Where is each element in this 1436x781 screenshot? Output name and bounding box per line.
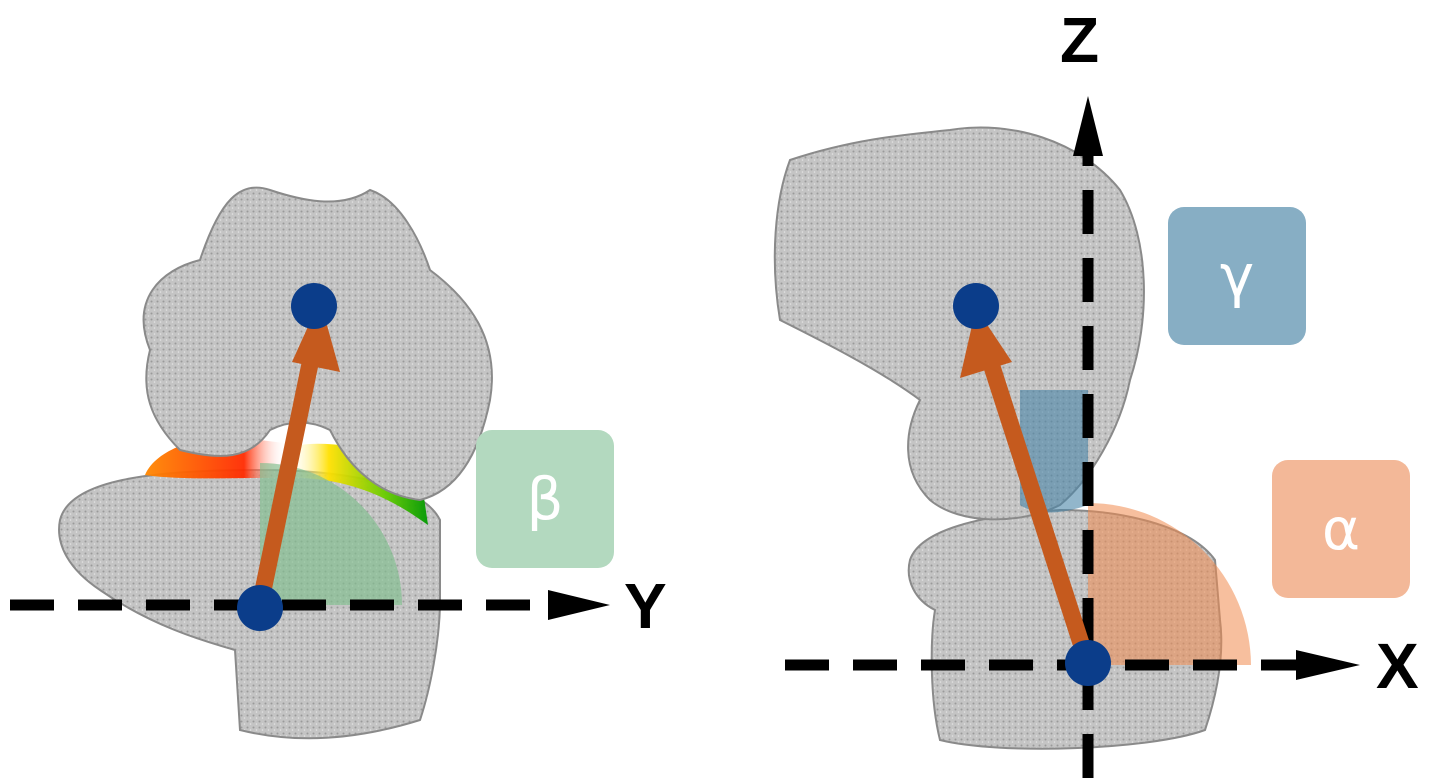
left-target-point bbox=[291, 283, 337, 329]
y-axis-arrowhead bbox=[548, 590, 610, 620]
left-origin-point bbox=[237, 585, 283, 631]
right-origin-point bbox=[1065, 640, 1111, 686]
right-target-point bbox=[953, 283, 999, 329]
alpha-angle-label: α bbox=[1272, 460, 1410, 598]
gamma-symbol: γ bbox=[1220, 242, 1254, 310]
gamma-angle-label: γ bbox=[1168, 207, 1306, 345]
alpha-symbol: α bbox=[1322, 495, 1360, 563]
beta-symbol: β bbox=[526, 465, 563, 533]
z-axis-arrowhead bbox=[1073, 96, 1103, 156]
x-axis-arrowhead bbox=[1296, 650, 1360, 680]
z-axis-label: Z bbox=[1060, 8, 1099, 72]
beta-angle-label: β bbox=[476, 430, 614, 568]
alpha-angle-sector bbox=[1088, 503, 1251, 665]
y-axis-label: Y bbox=[624, 574, 667, 638]
right-panel bbox=[775, 96, 1360, 778]
x-axis-label: X bbox=[1376, 634, 1419, 698]
right-upper-bone bbox=[775, 128, 1144, 520]
